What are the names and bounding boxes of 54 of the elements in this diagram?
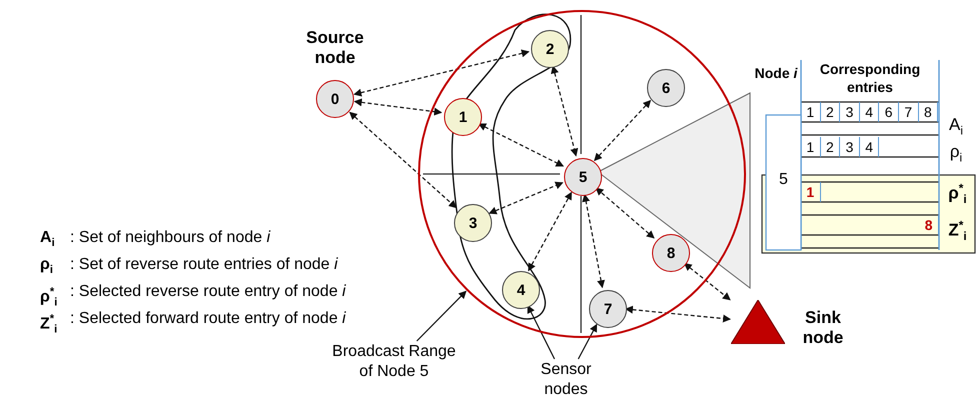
node-id-text: 5 <box>778 170 789 190</box>
table-cell: 3 <box>840 137 860 157</box>
link-arrow <box>353 49 530 97</box>
table-cell: 1 <box>801 102 821 122</box>
link-arrow <box>684 262 731 300</box>
callout-text: Broadcast Range of Node 5 <box>326 342 462 386</box>
definition-text: : Selected reverse route entry of node i <box>70 282 346 302</box>
table-cell: 1 <box>801 137 821 157</box>
table-cell: 4 <box>860 102 880 122</box>
link-arrow <box>550 65 578 157</box>
sensor-node-circle: 2 <box>531 30 569 68</box>
table-cell: 8 <box>918 102 938 122</box>
sensor-node-circle: 7 <box>589 290 627 328</box>
column-heading: Node i <box>754 64 798 83</box>
column-heading: Corresponding entries <box>818 60 922 97</box>
node-caption: Sink node <box>802 308 844 348</box>
link-arrow <box>354 98 442 116</box>
sensor-node-circle: 4 <box>502 271 540 309</box>
sink-triangle <box>731 300 785 344</box>
link-arrow <box>349 112 457 208</box>
callout-text: Sensor nodes <box>527 360 605 404</box>
node-caption: Source node <box>305 28 365 68</box>
leader-line <box>416 290 467 342</box>
symbol-text: A$_{i}$ <box>40 228 55 250</box>
row-label: ρ$_{i}$ <box>948 142 964 164</box>
definition-text: : Set of reverse route entries of node i <box>70 255 338 275</box>
sensor-node-circle: 5 <box>564 158 602 196</box>
sensor-node-circle: 6 <box>647 69 685 107</box>
table-cell: 6 <box>879 102 899 122</box>
table-cell: 1 <box>801 182 821 202</box>
table-cell: 4 <box>860 137 880 157</box>
range-circle <box>418 10 746 338</box>
link-arrow <box>582 194 605 288</box>
sensor-node-circle: 0 <box>316 80 354 118</box>
link-arrow <box>528 192 572 272</box>
definition-text: : Set of neighbours of node i <box>70 228 270 248</box>
link-arrow <box>595 187 655 239</box>
link-arrow <box>594 100 652 162</box>
table-cell: 3 <box>840 102 860 122</box>
table-cell: 2 <box>820 137 840 157</box>
table-cell: 7 <box>899 102 919 122</box>
row-label: A$_{i}$ <box>948 115 964 137</box>
symbol-text: ρ$_{i}$ <box>40 255 54 277</box>
definition-text: : Selected forward route entry of node i <box>70 309 346 329</box>
link-arrow <box>488 182 564 214</box>
sensor-node-circle: 8 <box>652 234 690 272</box>
table-cell: 8 <box>919 215 939 235</box>
sensor-node-circle: 3 <box>454 204 492 242</box>
table-cell: 2 <box>820 102 840 122</box>
link-arrow <box>478 123 564 167</box>
leader-line <box>527 305 556 360</box>
leader-line <box>578 324 598 360</box>
sensor-node-circle: 1 <box>444 98 482 136</box>
link-arrow <box>624 306 731 322</box>
